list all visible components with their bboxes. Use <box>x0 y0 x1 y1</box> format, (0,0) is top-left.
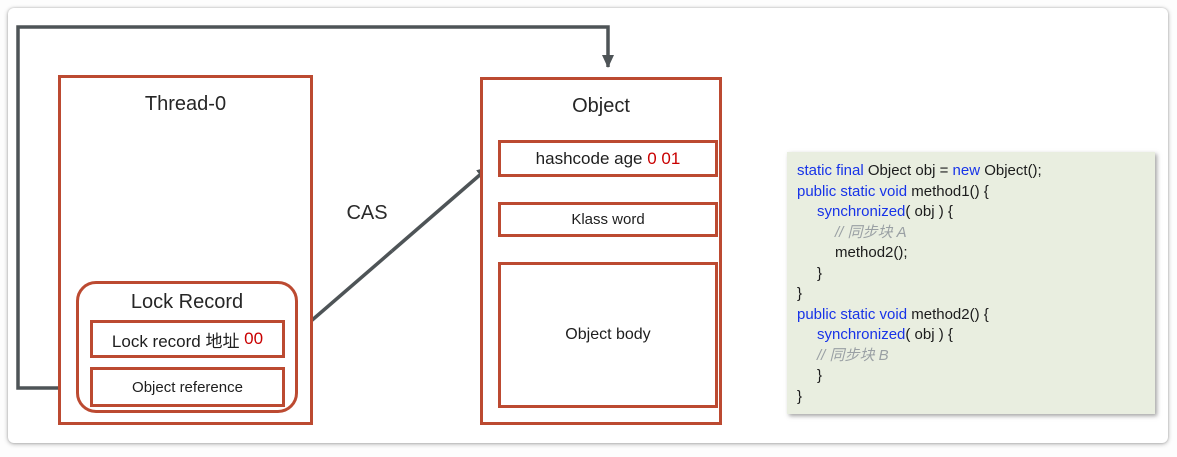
klass-word-label: Klass word <box>571 211 645 228</box>
code-line: // 同步块 A <box>835 223 907 241</box>
hashcode-age-value: 0 01 <box>647 148 681 168</box>
lock-record-title: Lock Record <box>130 291 244 313</box>
code-line: synchronized( obj ) { <box>817 326 953 343</box>
lock-record-address-label: Lock record 地址 <box>111 331 245 351</box>
klass-word-cell: Klass word <box>498 202 718 237</box>
code-line: synchronized( obj ) { <box>817 203 953 220</box>
object-body-cell: Object body <box>498 262 718 408</box>
code-line: method2(); <box>835 244 908 261</box>
code-lines: static final Object obj = new Object(); p… <box>797 161 1147 407</box>
code-line: static final Object obj = new Object(); <box>797 162 1042 179</box>
object-body-label: Object body <box>565 326 651 343</box>
object-reference-cell: Object reference <box>90 367 285 407</box>
object-box-title: Object <box>572 95 630 117</box>
code-block: static final Object obj = new Object(); p… <box>787 152 1155 414</box>
lock-record-box: Lock Record <box>76 281 298 413</box>
code-line: } <box>817 264 823 282</box>
hashcode-age-label: hashcode age <box>535 148 648 168</box>
thread-box: Thread-0 <box>58 75 313 425</box>
code-line: } <box>797 285 803 302</box>
lock-record-address-cell: Lock record 地址 00 <box>90 320 285 358</box>
hashcode-age-cell: hashcode age 0 01 <box>498 140 718 177</box>
code-line: public static void method2() { <box>797 305 989 323</box>
thread-box-title: Thread-0 <box>144 93 227 115</box>
code-line: public static void method1() { <box>797 182 989 200</box>
code-line: // 同步块 B <box>817 346 889 364</box>
cas-label: CAS <box>346 202 388 224</box>
code-line: } <box>797 387 803 405</box>
lock-record-address-value: 00 <box>244 329 264 348</box>
code-line: } <box>817 367 823 384</box>
object-reference-label: Object reference <box>132 378 243 396</box>
